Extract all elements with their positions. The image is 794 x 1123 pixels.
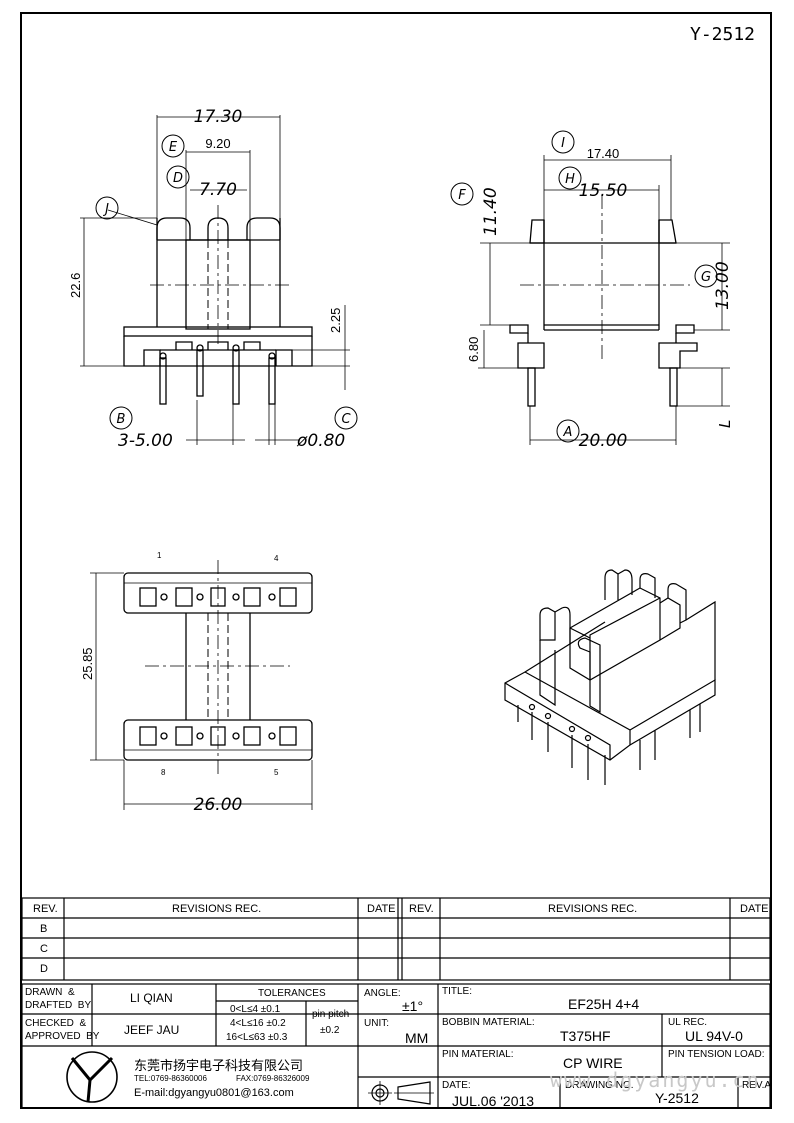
drawing-no-label: DRAWING NO.	[565, 1080, 634, 1091]
angle-label: ANGLE:	[364, 988, 401, 999]
pin-tension-label: PIN TENSION LOAD:	[668, 1049, 765, 1060]
title-value: EF25H 4+4	[568, 996, 640, 1012]
dim-7-70: 7.70	[199, 180, 237, 200]
watermark: www.dgyangyu.cn	[550, 1068, 761, 1092]
title-label: TITLE:	[442, 986, 473, 997]
drawing-no-value: Y-2512	[655, 1090, 699, 1106]
callout-B: B	[117, 412, 126, 427]
callout-D: D	[173, 171, 183, 186]
date-header-left: DATE	[367, 903, 396, 915]
dim-17-40: 17.40	[587, 146, 620, 161]
callout-A: A	[563, 425, 573, 440]
tolerance-row-2: 4<L≤16 ±0.2	[230, 1018, 286, 1029]
pin-pitch-value: ±0.2	[320, 1025, 340, 1036]
rev-row-b: B	[40, 923, 48, 935]
dim-20-00: 20.00	[579, 431, 628, 451]
dim-17-30: 17.30	[194, 107, 243, 127]
pin-label-4: 4	[274, 554, 279, 563]
pin-pitch-label: pin pitch	[312, 1009, 350, 1020]
tolerance-row-1: 0<L≤4 ±0.1	[230, 1004, 281, 1015]
company-email: E-mail:dgyangyu0801@163.com	[134, 1087, 294, 1099]
callout-H: H	[565, 172, 575, 187]
drawn-label: DRAWN & DRAFTED BY	[25, 987, 92, 1011]
side-view	[478, 155, 730, 445]
company-tel: TEL:0769-86360006	[134, 1074, 207, 1083]
dim-9-20: 9.20	[205, 136, 230, 151]
company-name: 东莞市扬宇电子科技有限公司	[134, 1059, 304, 1074]
revisions-header-right: REVISIONS REC.	[548, 903, 638, 915]
bobbin-material-label: BOBBIN MATERIAL:	[442, 1017, 535, 1028]
dim-15-50: 15.50	[579, 181, 628, 201]
date-header-right: DATE	[740, 903, 769, 915]
ul-rec-label: UL REC.	[668, 1017, 708, 1028]
pin-label-5: 5	[274, 768, 279, 777]
unit-label: UNIT:	[364, 1018, 389, 1029]
pin-label-8: 8	[161, 768, 166, 777]
dim-26-00: 26.00	[194, 795, 243, 815]
drawing-number-top: Y-2512	[690, 24, 756, 45]
callout-E: E	[169, 140, 178, 155]
pin-material-label: PIN MATERIAL:	[442, 1049, 514, 1060]
callout-F: F	[458, 188, 466, 203]
front-view	[80, 115, 350, 445]
dim-13-00: 13.00	[713, 261, 733, 310]
callout-circles	[95, 130, 718, 443]
unit-value: MM	[405, 1030, 429, 1046]
callout-C: C	[341, 412, 351, 427]
dim-11-40: 11.40	[481, 187, 501, 236]
rev-row-c: C	[40, 943, 48, 955]
ul-rec-value: UL 94V-0	[685, 1028, 743, 1044]
dim-22-6: 22.6	[68, 273, 83, 298]
callout-I: I	[561, 136, 565, 151]
title-block-lines	[21, 897, 771, 1109]
bottom-view	[90, 560, 313, 810]
pin-label-1: 1	[157, 551, 162, 560]
checked-label: CHECKED & APPROVED BY	[25, 1018, 100, 1042]
rev-header-left: REV.	[33, 903, 58, 915]
callout-G: G	[701, 270, 711, 285]
dim-L: L	[716, 420, 734, 428]
company-fax: FAX:0769-86326009	[236, 1074, 310, 1083]
bobbin-material-value: T375HF	[560, 1028, 611, 1044]
rev-header-right: REV.	[409, 903, 434, 915]
callout-J: J	[102, 202, 109, 217]
pin-material-value: CP WIRE	[563, 1055, 623, 1071]
date-value: JUL.06 '2013	[452, 1093, 535, 1109]
dim-2-25: 2.25	[328, 308, 343, 333]
tolerances-label: TOLERANCES	[258, 988, 326, 999]
rev-a-label: REV.A	[742, 1080, 772, 1091]
dim-pin-pitch: 3-5.00	[118, 431, 173, 451]
isometric-view	[504, 569, 716, 785]
dim-6-80: 6.80	[466, 337, 481, 362]
dim-pin-diameter: ø0.80	[296, 431, 345, 451]
dim-25-85: 25.85	[80, 647, 95, 680]
tolerance-row-3: 16<L≤63 ±0.3	[226, 1032, 288, 1043]
drawn-value: LI QIAN	[130, 991, 173, 1005]
angle-value: ±1°	[402, 998, 424, 1014]
revisions-header-left: REVISIONS REC.	[172, 903, 262, 915]
checked-value: JEEF JAU	[124, 1023, 180, 1037]
rev-row-d: D	[40, 963, 48, 975]
date-label: DATE:	[442, 1080, 471, 1091]
